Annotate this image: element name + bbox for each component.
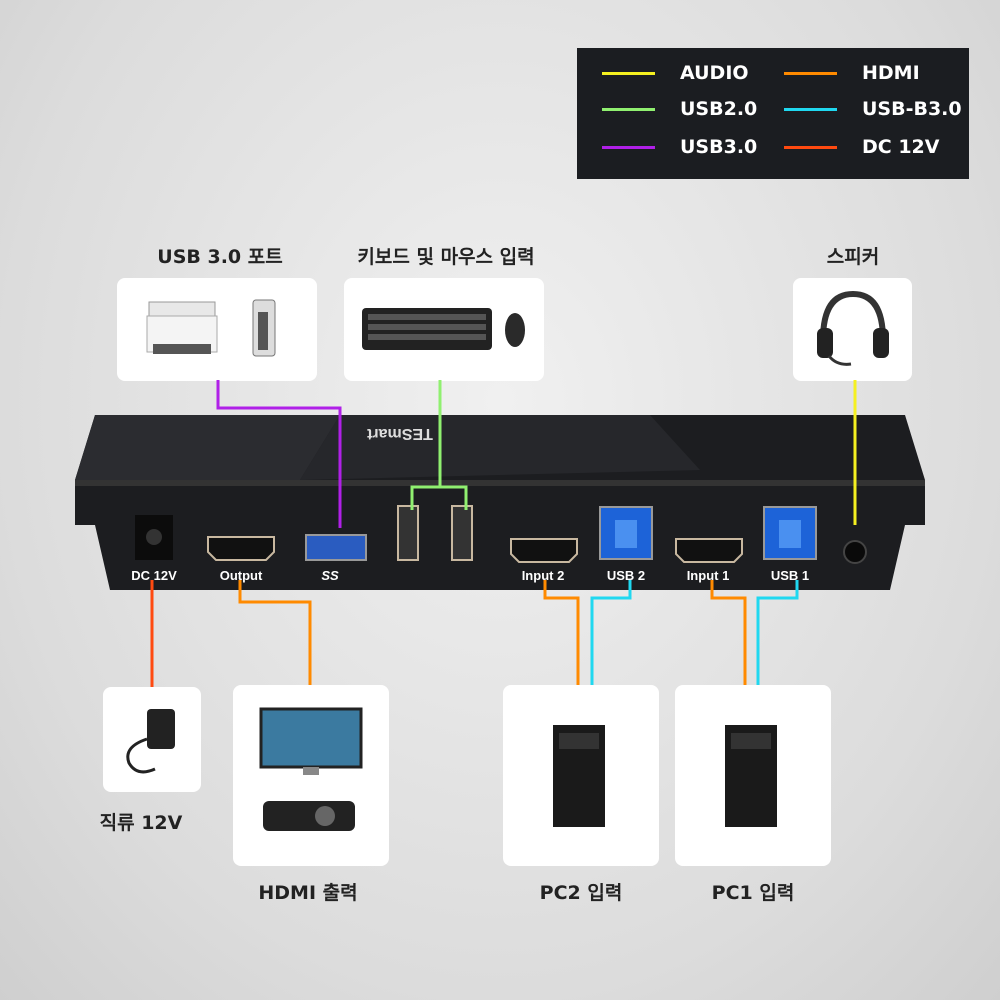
label-hdmi-output: HDMI 출력 bbox=[258, 882, 358, 904]
legend-item-audio: AUDIO bbox=[602, 62, 749, 84]
legend-item-usb2: USB2.0 bbox=[602, 98, 757, 120]
pc2-box bbox=[503, 685, 659, 866]
monitor-projector-icon bbox=[259, 707, 363, 831]
headset-icon bbox=[817, 290, 889, 366]
brand-logo: TESmart bbox=[367, 425, 433, 442]
usb-devices-box bbox=[117, 278, 317, 381]
legend: AUDIO USB2.0 USB3.0 HDMI USB-B3.0 DC 12V bbox=[577, 48, 969, 179]
legend-label: HDMI bbox=[862, 62, 920, 84]
label-usb3-port: USB 3.0 포트 bbox=[157, 246, 283, 268]
legend-label: DC 12V bbox=[862, 136, 940, 158]
legend-item-usbb3: USB-B3.0 bbox=[784, 98, 962, 120]
port-label-input2: Input 2 bbox=[521, 568, 565, 583]
legend-swatch bbox=[784, 107, 837, 111]
legend-swatch bbox=[784, 71, 837, 75]
legend-label: USB-B3.0 bbox=[862, 98, 962, 120]
dc-adapter-box bbox=[103, 687, 201, 792]
label-speaker: 스피커 bbox=[826, 246, 880, 268]
keyboard-icon bbox=[362, 308, 525, 350]
speaker-box bbox=[793, 278, 912, 381]
label-dc-power: 직류 12V bbox=[99, 812, 183, 834]
legend-swatch bbox=[602, 107, 655, 111]
port-label-input1: Input 1 bbox=[686, 568, 730, 583]
legend-item-usb3: USB3.0 bbox=[602, 136, 757, 158]
port-label-usb2: USB 2 bbox=[606, 568, 646, 583]
legend-label: USB3.0 bbox=[680, 136, 758, 158]
power-adapter-icon bbox=[126, 709, 175, 774]
legend-label: AUDIO bbox=[680, 62, 749, 84]
legend-item-hdmi: HDMI bbox=[784, 62, 920, 84]
port-label-output: Output bbox=[219, 568, 263, 583]
port-label-ss: SS bbox=[321, 568, 339, 583]
legend-item-dc: DC 12V bbox=[784, 136, 939, 158]
pc-tower-icon bbox=[725, 725, 777, 827]
pc-tower-icon bbox=[553, 725, 605, 827]
port-label-dc: DC 12V bbox=[131, 568, 177, 583]
legend-swatch bbox=[602, 71, 655, 75]
legend-swatch bbox=[784, 145, 837, 149]
legend-swatch bbox=[602, 145, 655, 149]
label-pc2-input: PC2 입력 bbox=[539, 882, 623, 904]
keyboard-mouse-box bbox=[344, 278, 544, 381]
display-box bbox=[233, 685, 389, 866]
legend-label: USB2.0 bbox=[680, 98, 758, 120]
pc1-box bbox=[675, 685, 831, 866]
printer-icon bbox=[146, 299, 276, 357]
label-pc1-input: PC1 입력 bbox=[711, 882, 795, 904]
label-keyboard-mouse: 키보드 및 마우스 입력 bbox=[357, 246, 535, 268]
port-label-usb1: USB 1 bbox=[770, 568, 810, 583]
